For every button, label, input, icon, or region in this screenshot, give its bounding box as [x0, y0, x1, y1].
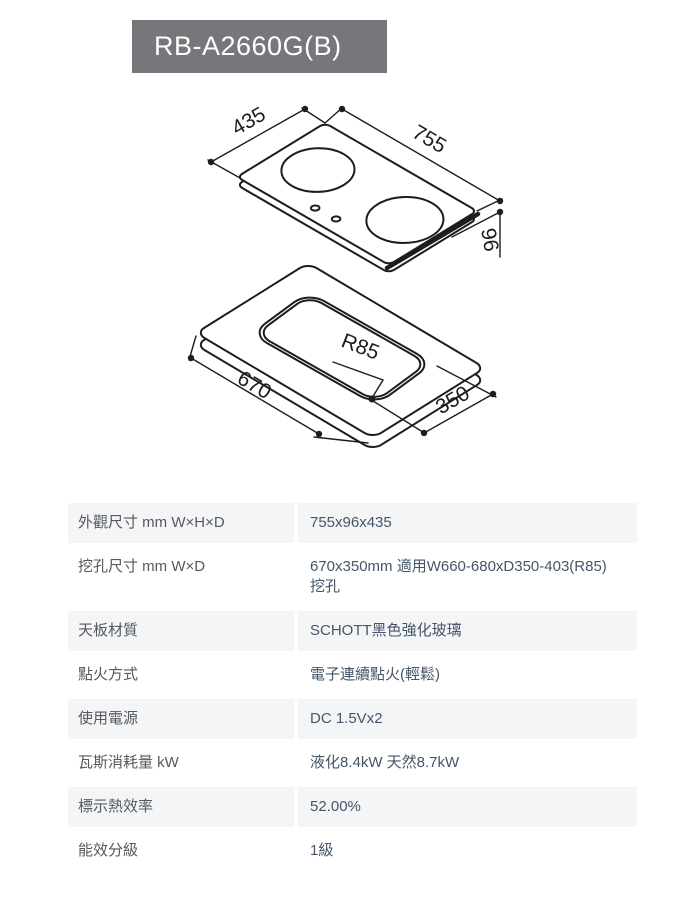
countertop-surface	[196, 263, 485, 438]
spec-label: 使用電源	[68, 699, 294, 739]
spec-table: 外觀尺寸 mm W×H×D 755x96x435 挖孔尺寸 mm W×D 670…	[68, 503, 637, 875]
dimension-label-435: 435	[228, 103, 270, 140]
front-edge-band	[384, 211, 481, 271]
right-knob	[330, 215, 342, 222]
spec-row-thermal-efficiency: 標示熱效率 52.00%	[68, 787, 637, 827]
spec-label: 能效分級	[68, 827, 294, 875]
spec-value: 755x96x435	[298, 503, 637, 543]
spec-value: SCHOTT黑色強化玻璃	[298, 611, 637, 651]
spec-row-gas-consumption: 瓦斯消耗量 kW 液化8.4kW 天然8.7kW	[68, 739, 637, 787]
left-knob	[309, 204, 321, 211]
spec-label: 標示熱效率	[68, 787, 294, 827]
spec-row-panel-material: 天板材質 SCHOTT黑色強化玻璃	[68, 611, 637, 651]
model-badge: RB-A2660G(B)	[132, 20, 387, 73]
dimension-drawing-svg: 435 755 96	[187, 103, 504, 480]
cutout-inner-edge	[257, 296, 428, 402]
right-burner-circle	[350, 187, 459, 252]
dimension-label-96: 96	[476, 226, 503, 253]
spec-row-power: 使用電源 DC 1.5Vx2	[68, 699, 637, 739]
spec-row-dimensions: 外觀尺寸 mm W×H×D 755x96x435	[68, 503, 637, 543]
spec-value: DC 1.5Vx2	[298, 699, 637, 739]
spec-label: 挖孔尺寸 mm W×D	[68, 543, 294, 611]
spec-label: 外觀尺寸 mm W×H×D	[68, 503, 294, 543]
spec-row-ignition: 點火方式 電子連續點火(輕鬆)	[68, 651, 637, 699]
cooktop-isometric-view	[237, 123, 481, 273]
spec-label: 天板材質	[68, 611, 294, 651]
spec-row-energy-rating: 能效分級 1級	[68, 827, 637, 875]
spec-value: 液化8.4kW 天然8.7kW	[298, 739, 637, 787]
cutout-outer-edge	[251, 292, 433, 405]
dimension-label-755: 755	[408, 121, 450, 158]
left-burner-circle	[266, 139, 369, 201]
bottom-unit-dimension-dots	[187, 354, 497, 438]
spec-label: 瓦斯消耗量 kW	[68, 739, 294, 787]
spec-value: 52.00%	[298, 787, 637, 827]
glass-top-surface	[237, 123, 477, 265]
spec-value: 1級	[298, 827, 637, 875]
spec-row-cutout: 挖孔尺寸 mm W×D 670x350mm 適用W660-680xD350-40…	[68, 543, 637, 611]
spec-value: 670x350mm 適用W660-680xD350-403(R85) 挖孔	[298, 543, 637, 611]
spec-label: 點火方式	[68, 651, 294, 699]
spec-value: 電子連續點火(輕鬆)	[298, 651, 637, 699]
countertop-cutout-view	[196, 263, 485, 450]
top-unit-dimension-dots	[207, 105, 504, 216]
product-dimension-diagram: 435 755 96	[0, 80, 700, 480]
